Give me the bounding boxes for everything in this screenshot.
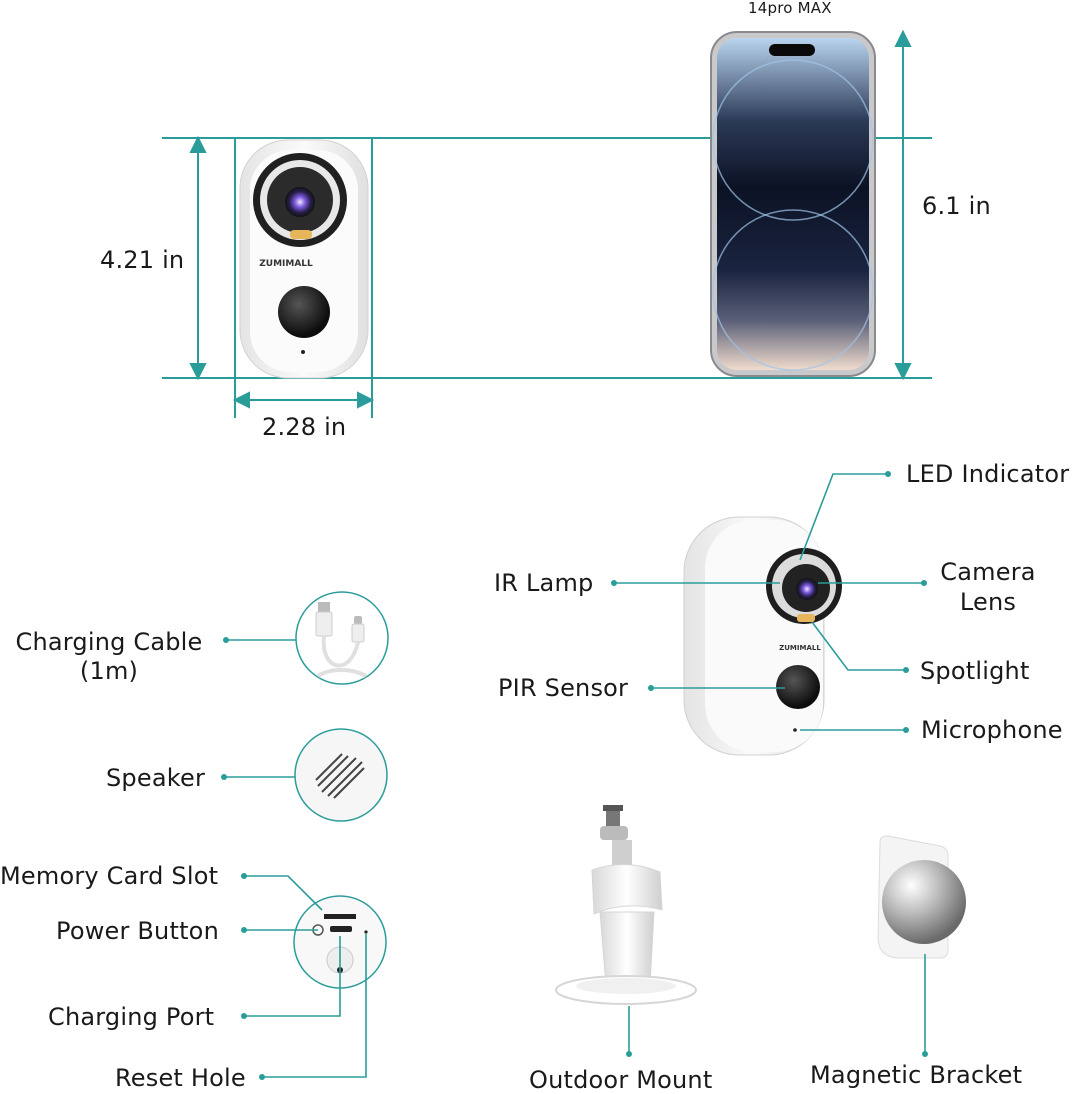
speaker-detail — [294, 728, 388, 822]
charging-cable-label: Charging Cable (1m) — [15, 628, 203, 685]
phone-height-label: 6.1 in — [922, 192, 991, 220]
brand-logo-angle: ZUMIMALL — [779, 644, 821, 652]
pir-sensor-label: PIR Sensor — [498, 674, 629, 702]
spotlight-label: Spotlight — [920, 657, 1030, 685]
brand-logo-top: ZUMIMALL — [259, 259, 313, 269]
camera-lens-label: Camera Lens — [940, 558, 1036, 616]
callout-lines — [611, 471, 927, 733]
camera-height-label: 4.21 in — [100, 246, 185, 274]
magnetic-bracket-image — [877, 835, 966, 959]
charging-port-label: Charging Port — [48, 1003, 215, 1031]
phone-model-label: 14pro MAX — [748, 0, 832, 17]
camera-width-label: 2.28 in — [262, 413, 347, 441]
phone-image — [710, 31, 876, 377]
outdoor-mount-image — [555, 805, 697, 1005]
outdoor-mount-label: Outdoor Mount — [529, 1066, 713, 1094]
camera-angle-image — [683, 516, 842, 756]
ir-lamp-label: IR Lamp — [494, 569, 594, 597]
power-button-label: Power Button — [56, 917, 219, 945]
microphone-label: Microphone — [921, 716, 1063, 744]
charging-cable-detail — [295, 591, 389, 685]
led-indicator-label: LED Indicator — [906, 460, 1070, 488]
reset-hole-label: Reset Hole — [115, 1064, 246, 1092]
camera-front-image — [239, 139, 369, 379]
memory-card-slot-label: Memory Card Slot — [0, 862, 219, 890]
magnetic-bracket-label: Magnetic Bracket — [810, 1061, 1023, 1089]
speaker-label: Speaker — [106, 764, 206, 792]
